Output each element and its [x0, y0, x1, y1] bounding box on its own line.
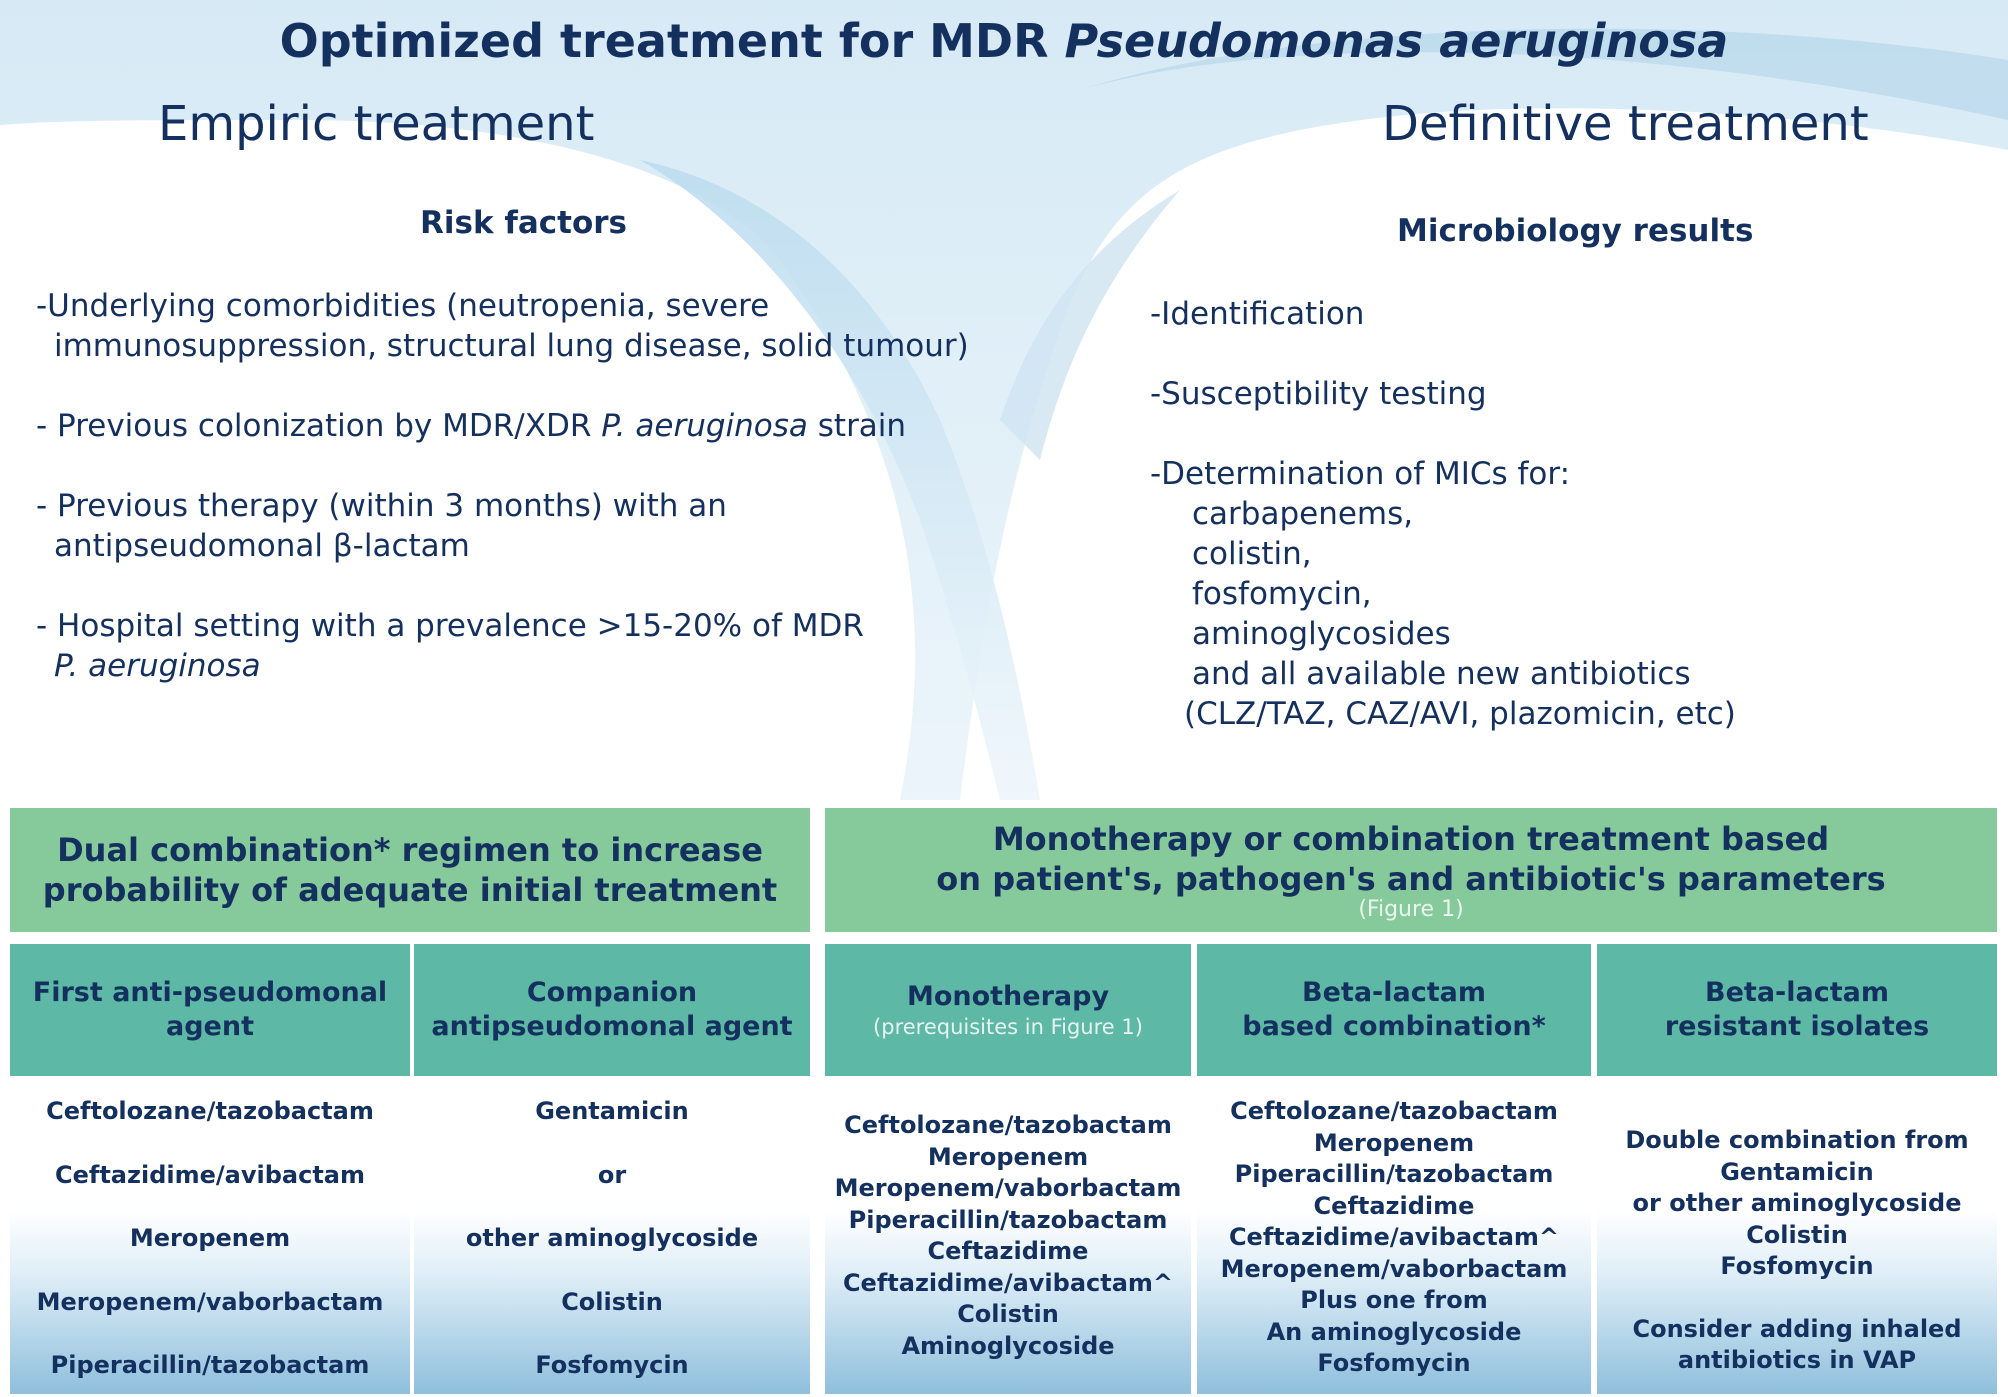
list-item: Plus one from — [1300, 1286, 1488, 1314]
list-item: Ceftolozane/tazobactam — [1230, 1097, 1558, 1125]
mic-list-item: aminoglycosides — [1192, 616, 1451, 652]
risk-factor-1: -Underlying comorbidities (neutropenia, … — [36, 288, 969, 364]
list-item: Colistin — [1746, 1220, 1848, 1249]
list-item: Fosfomycin — [1317, 1349, 1471, 1377]
list-item: Ceftazidime/avibactam^ — [1228, 1223, 1560, 1251]
list-item: Gentamicin — [535, 1097, 689, 1125]
list-item: Ceftazidime/avibactam — [55, 1160, 365, 1189]
list-item: Meropenem — [927, 1142, 1089, 1171]
mic-determination-item: -Determination of MICs for: carbapenems,… — [1150, 456, 1736, 732]
column-header-companion-agent: Companion antipseudomonal agent — [414, 944, 810, 1076]
risk-factor-3: - Previous therapy (within 3 months) wit… — [36, 488, 727, 564]
empiric-regimen-banner: Dual combination* regimen to increase pr… — [10, 808, 810, 932]
first-agent-list: Ceftolozane/tazobactam Ceftazidime/aviba… — [10, 1085, 410, 1391]
list-item: Ceftazidime/avibactam^ — [842, 1268, 1174, 1297]
risk-factors-heading: Risk factors — [420, 205, 627, 241]
cell-background — [414, 1078, 810, 1394]
list-item: Meropenem — [129, 1224, 291, 1252]
list-item: Meropenem — [1313, 1128, 1475, 1157]
susceptibility-item: -Susceptibility testing — [1150, 376, 1487, 412]
inhaled-antibiotics-note: antibiotics in VAP — [1677, 1346, 1917, 1374]
list-item: Ceftazidime — [1313, 1191, 1475, 1220]
list-item: or — [597, 1160, 627, 1189]
list-item: Gentamicin — [1720, 1157, 1874, 1186]
list-item: Aminoglycoside — [901, 1331, 1115, 1360]
list-item: Fosfomycin — [535, 1351, 689, 1379]
column-header-first-agent: First anti-pseudomonal agent — [10, 944, 410, 1076]
column-header-beta-lactam-combination: Beta-lactam based combination* — [1197, 944, 1591, 1076]
list-item: Ceftolozane/tazobactam — [844, 1111, 1172, 1139]
list-item: Colistin — [957, 1300, 1059, 1328]
empiric-heading: Empiric treatment — [158, 96, 595, 152]
list-item: other aminoglycoside — [465, 1224, 759, 1252]
background-wave — [0, 0, 2008, 800]
list-item: Colistin — [561, 1287, 663, 1316]
figure-1-note: (Figure 1) — [1358, 897, 1464, 922]
cell-background — [1597, 1078, 1997, 1394]
risk-factor-2: - Previous colonization by MDR/XDR P. ae… — [36, 408, 907, 444]
list-item: Ceftazidime — [927, 1237, 1089, 1265]
list-item: An aminoglycoside — [1266, 1317, 1522, 1346]
list-item: Piperacillin/tazobactam — [848, 1205, 1168, 1234]
risk-factor-4: - Hospital setting with a prevalence >15… — [36, 608, 864, 684]
mic-list-item: fosfomycin, — [1192, 576, 1372, 612]
microbiology-results-heading: Microbiology results — [1397, 213, 1754, 249]
cell-background — [10, 1078, 410, 1394]
beta-lactam-resistant-list: Double combination from Gentamicin or ot… — [1597, 1125, 1997, 1377]
cell-background — [1197, 1078, 1591, 1394]
column-header-beta-lactam-resistant: Beta-lactam resistant isolates — [1597, 944, 1997, 1076]
mic-list-item: (CLZ/TAZ, CAZ/AVI, plazomicin, etc) — [1184, 696, 1736, 732]
cell-background — [825, 1078, 1191, 1394]
definitive-regimen-banner: Monotherapy or combination treatment bas… — [825, 808, 1997, 932]
list-item: Fosfomycin — [1720, 1252, 1874, 1280]
column-header-monotherapy: Monotherapy (prerequisites in Figure 1) — [825, 944, 1191, 1076]
list-item: Meropenem/vaborbactam — [36, 1287, 384, 1316]
list-item: Meropenem/vaborbactam — [834, 1174, 1182, 1202]
list-item: Piperacillin/tazobactam — [1234, 1160, 1554, 1188]
mic-list-item: carbapenems, — [1192, 496, 1414, 532]
monotherapy-list: Ceftolozane/tazobactam Meropenem Meropen… — [825, 1110, 1191, 1362]
list-item: Piperacillin/tazobactam — [50, 1351, 370, 1379]
definitive-heading: Definitive treatment — [1382, 96, 1869, 152]
list-item: Double combination from — [1625, 1126, 1969, 1154]
companion-agent-list: Gentamicin or other aminoglycoside Colis… — [414, 1085, 810, 1391]
beta-lactam-combination-list: Ceftolozane/tazobactam Meropenem Piperac… — [1197, 1096, 1591, 1380]
identification-item: -Identification — [1150, 296, 1365, 332]
list-item: or other aminoglycoside — [1632, 1189, 1962, 1217]
mic-list-item: and all available new antibiotics — [1192, 656, 1691, 692]
mic-list-item: colistin, — [1192, 536, 1312, 572]
inhaled-antibiotics-note: Consider adding inhaled — [1632, 1314, 1962, 1343]
list-item: Ceftolozane/tazobactam — [46, 1097, 374, 1125]
page-title: Optimized treatment for MDR Pseudomonas … — [279, 14, 1729, 68]
list-item: Meropenem/vaborbactam — [1220, 1254, 1568, 1283]
